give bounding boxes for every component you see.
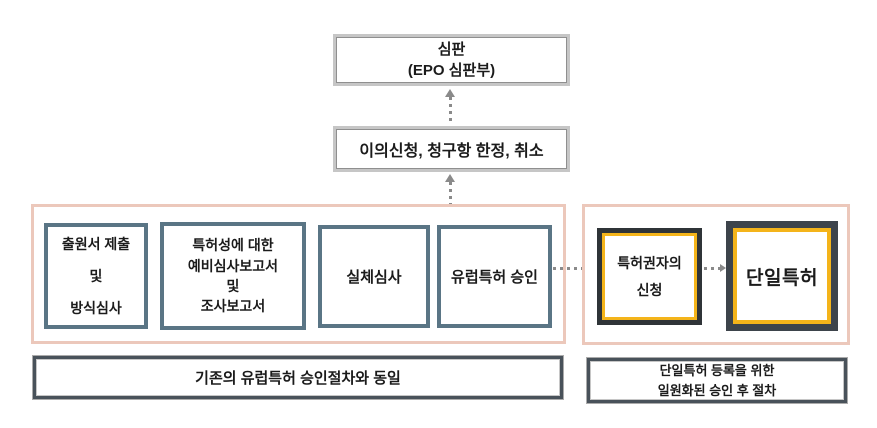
dotted-line [553, 266, 589, 270]
dotted-line [448, 97, 452, 125]
unitary-patent-box: 단일특허 [726, 221, 838, 331]
appeal-box: 심판 (EPO 심판부) [333, 34, 570, 86]
left-caption-box: 기존의 유럽특허 승인절차와 동일 [33, 356, 563, 399]
step-line: 방식심사 [70, 300, 122, 316]
request-line: 특허권자의 [617, 254, 682, 271]
dotted-arrow-up-to-appeal [444, 89, 456, 125]
opposition-label: 이의신청, 청구항 한정, 취소 [359, 143, 544, 160]
step-filing-formality-box: 출원서 제출 및 방식심사 [44, 223, 148, 329]
patent-holder-request-box: 특허권자의 신청 [597, 228, 702, 325]
step-preliminary-search-report-box: 특허성에 대한 예비심사보고서 및 조사보고서 [160, 222, 306, 330]
step-line: 출원서 제출 [61, 236, 131, 252]
request-line: 신청 [636, 281, 663, 298]
step-line: 유럽특허 승인 [451, 269, 538, 286]
right-caption-line: 단일특허 등록을 위한 [659, 363, 775, 378]
step-line: 및 [89, 268, 103, 284]
dotted-arrow-right-to-unitary [704, 263, 726, 273]
arrow-up-icon [445, 174, 455, 182]
step-line: 실체심사 [346, 269, 402, 286]
dotted-arrow-up-to-opposition [444, 174, 456, 225]
step-line: 및 [226, 278, 240, 294]
appeal-title: 심판 [437, 41, 466, 58]
opposition-box: 이의신청, 청구항 한정, 취소 [333, 126, 570, 172]
arrow-up-icon [445, 89, 455, 97]
arrow-right-icon [720, 264, 726, 272]
appeal-subtitle: (EPO 심판부) [407, 62, 496, 79]
right-caption-box: 단일특허 등록을 위한 일원화된 승인 후 절차 [587, 358, 847, 403]
dotted-line [448, 182, 452, 225]
step-european-patent-grant-box: 유럽특허 승인 [437, 225, 552, 328]
step-substantive-examination-box: 실체심사 [318, 225, 430, 328]
left-caption-label: 기존의 유럽특허 승인절차와 동일 [195, 370, 401, 387]
unitary-label: 단일특허 [746, 267, 818, 289]
right-caption-line: 일원화된 승인 후 절차 [657, 382, 777, 398]
step-line: 특허성에 대한 [192, 237, 274, 254]
dotted-line [704, 266, 720, 270]
step-line: 조사보고서 [200, 298, 266, 315]
step-line: 예비심사보고서 [187, 257, 279, 274]
